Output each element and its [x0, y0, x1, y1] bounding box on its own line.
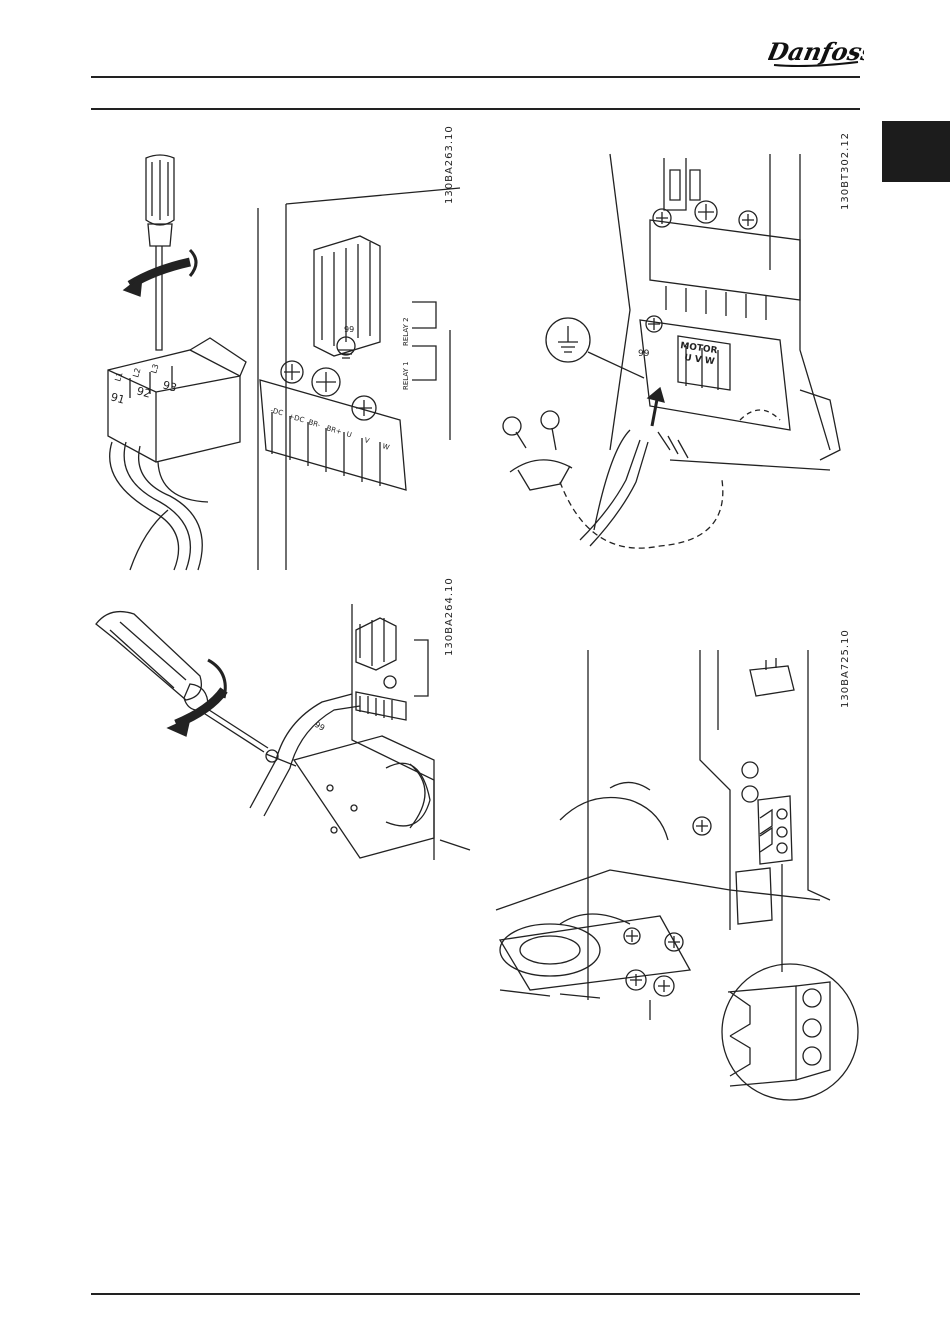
- ground-terminal-number: 99: [638, 349, 650, 359]
- brand-logo-text: Danfoss: [768, 37, 864, 66]
- bus-label-br-neg: BR-: [307, 418, 321, 429]
- figure-motor-connection: 130BT302.12: [490, 150, 870, 560]
- bus-label-v: V: [363, 436, 370, 445]
- header-rule-top: [91, 76, 860, 78]
- figure-cable-clamp: 130BA264.10: [90, 600, 470, 860]
- header-rule-bottom: [91, 108, 860, 110]
- figure-relay-detail: 130BA725.10: [490, 640, 870, 1110]
- relay-1-label: RELAY 1: [402, 361, 410, 390]
- cable-clamp-drawing: 99: [90, 600, 470, 860]
- ground-terminal-number: 99: [313, 720, 326, 733]
- bus-label-w: W: [381, 442, 390, 452]
- bus-label-u: U: [345, 430, 352, 439]
- mains-connection-drawing: 91 92 93 L1 L2 L3 99 RELAY 1 RELAY 2 -DC…: [90, 150, 470, 570]
- ground-terminal-number: 99: [344, 325, 354, 334]
- relay-detail-drawing: [490, 640, 870, 1110]
- bus-label-br-pos: BR+: [325, 424, 342, 436]
- brand-logo: Danfoss: [768, 32, 864, 72]
- relay-2-label: RELAY 2: [402, 317, 410, 346]
- figure-mains-connection: 130BA263.10: [90, 150, 470, 570]
- motor-connection-drawing: 99 MOTOR U V W: [490, 150, 870, 560]
- chapter-tab-marker: [882, 121, 950, 182]
- footer-rule: [91, 1293, 860, 1295]
